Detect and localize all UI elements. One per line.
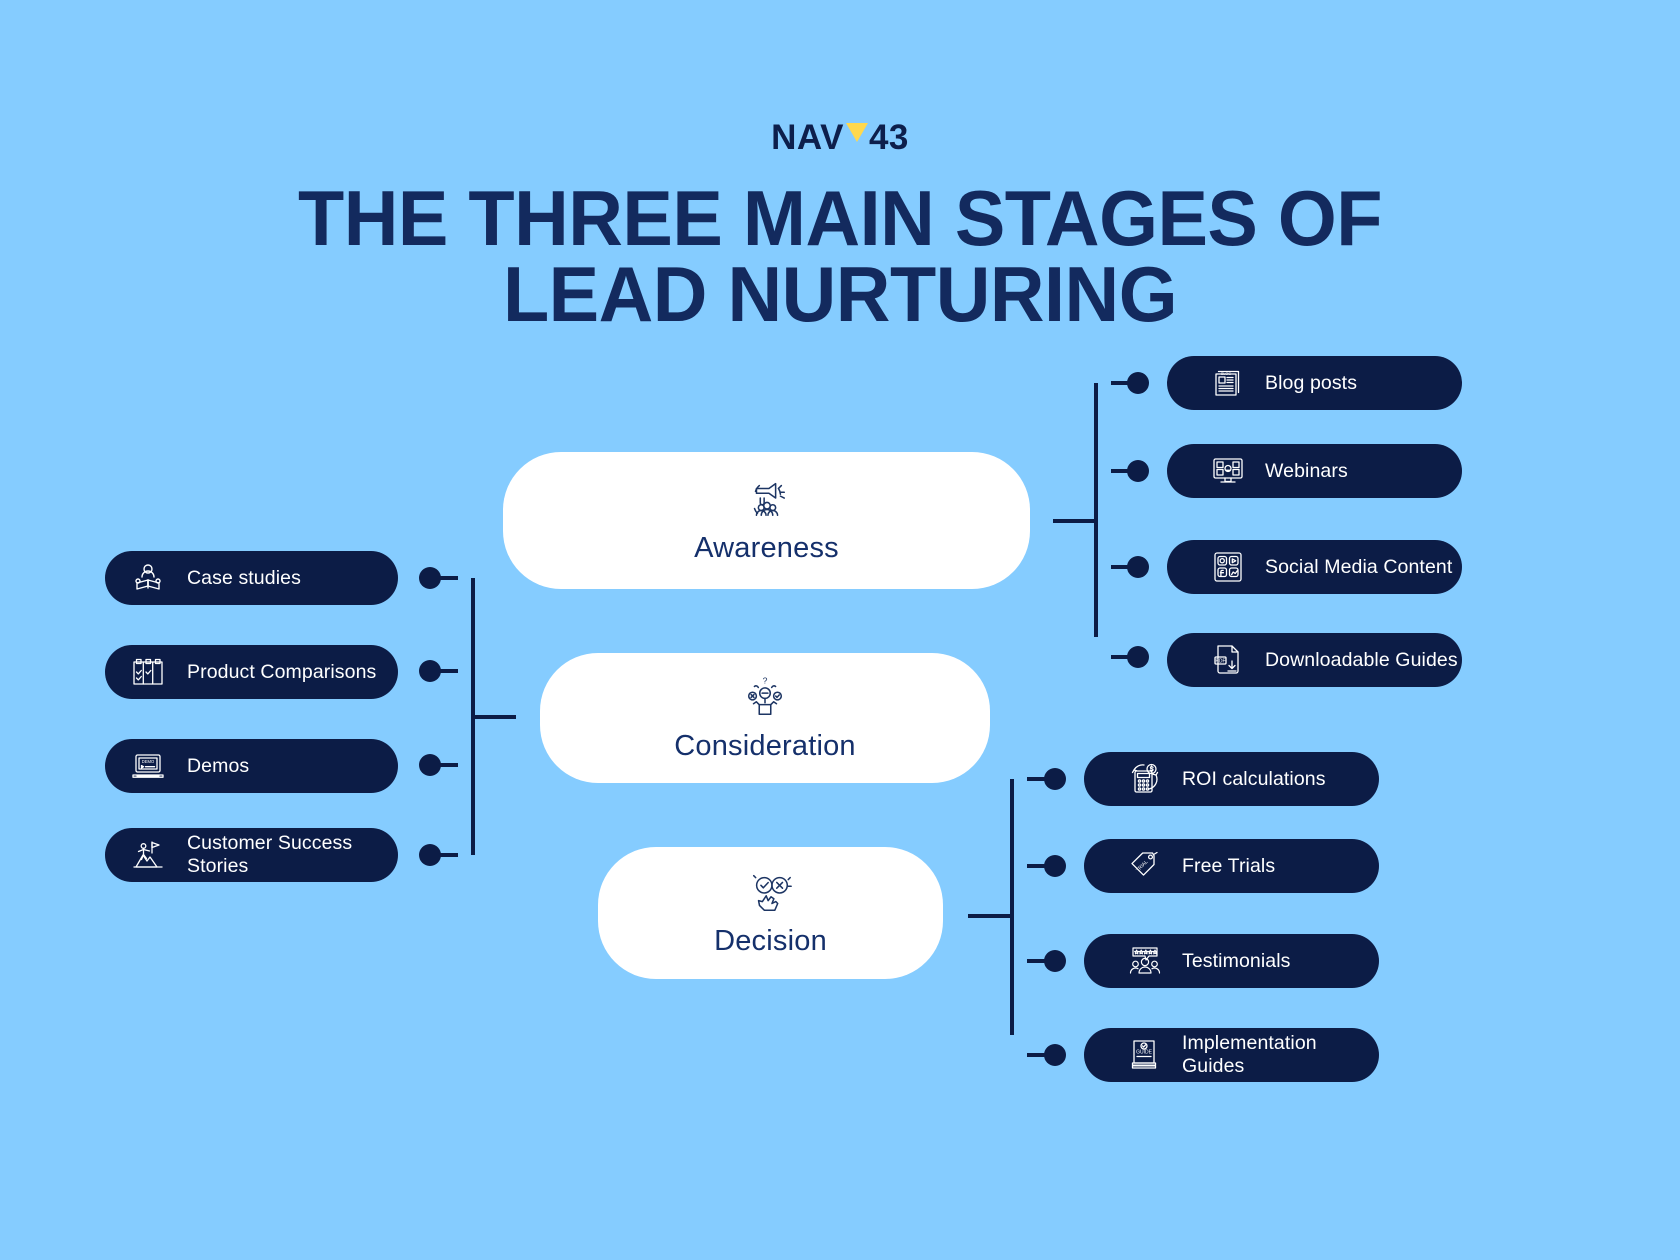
item-product-comparisons[interactable]: Product Comparisons bbox=[105, 645, 398, 699]
pdf-download-icon: PDF bbox=[1214, 645, 1239, 674]
hand-choice-check-cross-icon bbox=[752, 874, 792, 911]
item-label: Blog posts bbox=[1265, 371, 1358, 394]
item-demos[interactable]: DEMO Demos bbox=[105, 739, 398, 793]
item-customer-success-stories[interactable]: Customer Success Stories bbox=[105, 828, 398, 882]
item-testimonials[interactable]: Testimonials bbox=[1084, 934, 1379, 988]
item-case-studies[interactable]: Case studies bbox=[105, 551, 398, 605]
page-title-line-2: LEAD NURTURING bbox=[502, 250, 1178, 339]
item-label: Testimonials bbox=[1182, 949, 1291, 972]
stage-card-awareness[interactable]: Awareness bbox=[503, 452, 1030, 589]
stage-label-decision: Decision bbox=[714, 924, 827, 957]
megaphone-audience-icon bbox=[753, 482, 785, 517]
brand-logo: NAV 43 bbox=[0, 120, 1680, 155]
item-label: ROI calculations bbox=[1182, 767, 1326, 790]
person-reading-book-icon bbox=[135, 564, 161, 590]
newspaper-blog-icon: BLOG bbox=[1215, 370, 1240, 396]
stage-card-decision[interactable]: Decision bbox=[598, 847, 943, 979]
item-roi-calculations[interactable]: ROI calculations bbox=[1084, 752, 1379, 806]
svg-text:DEMO: DEMO bbox=[142, 759, 155, 764]
guide-book-icon: GUIDE bbox=[1131, 1040, 1157, 1069]
item-label: Case studies bbox=[187, 566, 301, 589]
mountain-flag-climber-icon bbox=[133, 841, 163, 868]
item-label: Free Trials bbox=[1182, 854, 1276, 877]
svg-text:GUIDE: GUIDE bbox=[1136, 1050, 1153, 1056]
person-choices-question-icon: ? bbox=[747, 675, 783, 715]
brand-name-left: NAV bbox=[771, 118, 844, 157]
stage-card-consideration[interactable]: ? Consideration bbox=[540, 653, 990, 783]
item-social-media-content[interactable]: Social Media Content bbox=[1167, 540, 1462, 594]
item-webinars[interactable]: Webinars bbox=[1167, 444, 1462, 498]
laptop-demo-icon: DEMO bbox=[132, 754, 164, 778]
item-implementation-guides[interactable]: GUIDE Implementation Guides bbox=[1084, 1028, 1379, 1082]
calculator-dollar-icon bbox=[1131, 763, 1159, 793]
item-label: Webinars bbox=[1265, 459, 1348, 482]
item-label: Product Comparisons bbox=[187, 660, 377, 683]
brand-name-right: 43 bbox=[868, 118, 909, 157]
svg-text:BLOG: BLOG bbox=[1221, 372, 1231, 376]
five-star-review-people-icon bbox=[1129, 947, 1161, 974]
social-apps-grid-icon bbox=[1214, 552, 1242, 582]
stage-label-awareness: Awareness bbox=[694, 532, 839, 564]
stage-label-consideration: Consideration bbox=[674, 729, 856, 762]
item-downloadable-guides[interactable]: PDF Downloadable Guides bbox=[1167, 633, 1462, 687]
item-label: Customer Success Stories bbox=[187, 832, 353, 877]
svg-text:PDF: PDF bbox=[1216, 658, 1226, 664]
comparison-checklist-icon bbox=[133, 658, 163, 685]
monitor-people-webinar-icon bbox=[1213, 458, 1243, 483]
item-label: Social Media Content bbox=[1265, 555, 1453, 578]
item-label: Implementation Guides bbox=[1182, 1032, 1317, 1077]
item-blog-posts[interactable]: BLOG Blog posts bbox=[1167, 356, 1462, 410]
item-free-trials[interactable]: TRIAL Free Trials bbox=[1084, 839, 1379, 893]
svg-text:?: ? bbox=[763, 675, 768, 685]
triangle-down-icon bbox=[845, 123, 868, 142]
page-title-line-1: THE THREE MAIN STAGES OF bbox=[297, 174, 1383, 262]
trial-price-tag-icon: TRIAL bbox=[1131, 851, 1158, 876]
item-label: Downloadable Guides bbox=[1265, 648, 1458, 671]
item-label: Demos bbox=[187, 754, 250, 777]
page-title: THE THREE MAIN STAGES OF LEAD NURTURING bbox=[161, 174, 1519, 339]
